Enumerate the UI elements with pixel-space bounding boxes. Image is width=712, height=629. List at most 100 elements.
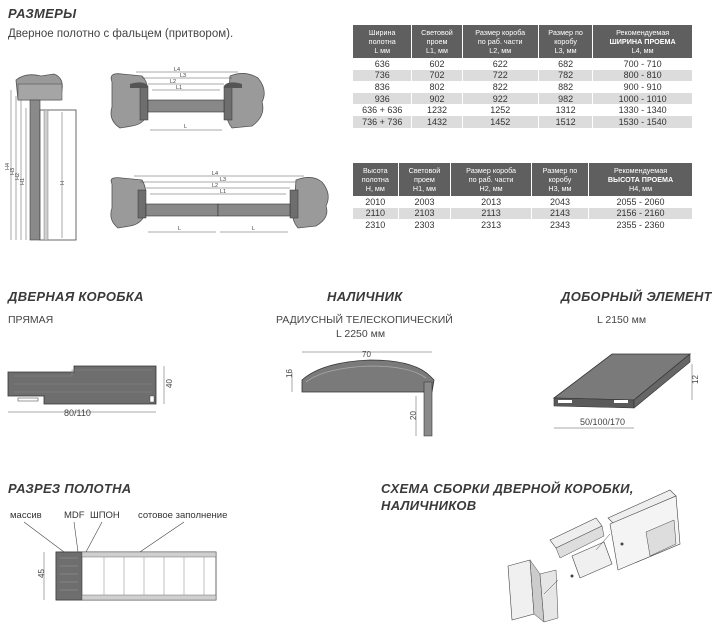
width-cell: 1312 (538, 104, 594, 116)
label-l1: L1 (176, 85, 182, 91)
width-cell: 1530 - 1540 (592, 115, 692, 128)
height-cell: 2113 (450, 207, 532, 220)
width-cell: 1452 (462, 115, 539, 128)
height-cell: 2043 (531, 196, 590, 208)
width-header-0-line2: полотна (368, 37, 396, 46)
width-header-1-line1: Световой (421, 28, 453, 37)
extension-title: ДОБОРНЫЙ ЭЛЕМЕНТ (561, 289, 712, 304)
height-header-4-line2: ВЫСОТА ПРОЕМА (607, 175, 674, 184)
door-frame-profile: 40 (7, 365, 174, 413)
width-cell: 900 - 910 (623, 81, 662, 92)
plan-view-single-leaf: L4 L3 L2 L1 L (110, 67, 265, 131)
leaf-dim-thickness: 45 (37, 569, 46, 578)
label-l2: L2 (170, 79, 176, 85)
width-header-1-line2: проем (426, 37, 448, 46)
width-cell: 982 (538, 92, 594, 105)
casing-subtitle-1: РАДИУСНЫЙ ТЕЛЕСКОПИЧЕСКИЙ (276, 314, 453, 326)
height-cell: 2313 (450, 219, 532, 231)
height-header-0-line2: полотна (361, 175, 389, 184)
assembly-title-2: НАЛИЧНИКОВ (381, 498, 477, 513)
height-cell: 2055 - 2060 (616, 196, 665, 207)
height-header-3-unit: H3, мм (548, 184, 572, 193)
height-cell: 2013 (450, 196, 532, 208)
height-cell: 2343 (531, 219, 590, 231)
height-header-3-line1: Размер по (542, 166, 578, 175)
leaf-section-drawing: массив MDF ШПОН сотовое заполнение 45 (10, 510, 227, 601)
label-h2: H2 (15, 173, 21, 180)
assembly-diagram (507, 489, 681, 623)
label-l2-double: L2 (212, 183, 218, 189)
width-header-4-line2: ШИРИНА ПРОЕМА (609, 37, 676, 46)
label-l1-double: L1 (220, 189, 226, 195)
door-frame-dim-height: 40 (165, 379, 174, 388)
width-cell: 602 (411, 58, 463, 70)
width-cell: 622 (462, 58, 539, 70)
door-frame-dim-width: 80/110 (64, 408, 91, 418)
extension-dim-thickness: 12 (691, 375, 700, 384)
label-h3: H3 (10, 168, 16, 175)
label-h1: H1 (20, 178, 26, 185)
casing-profile: 16 20 (285, 351, 435, 437)
width-cell: 902 (411, 92, 463, 105)
height-cell: 2143 (531, 207, 590, 220)
label-l3-double: L3 (220, 177, 226, 183)
door-side-view-drawing: H4 H3 H2 H1 H (5, 73, 77, 241)
assembly-title-1: СХЕМА СБОРКИ ДВЕРНОЙ КОРОБКИ, (381, 481, 634, 496)
height-cell: 2103 (398, 207, 452, 220)
height-cell: 2355 - 2360 (616, 219, 665, 230)
height-cell: 2156 - 2160 (588, 207, 692, 220)
label-l: L (184, 124, 187, 130)
width-header-0-line1: Ширина (368, 28, 396, 37)
leaf-label-solid: массив (10, 510, 42, 521)
width-cell: 802 (411, 81, 463, 93)
height-header-4-line1: Рекомендуемая (613, 166, 668, 175)
height-header-1-unit: H1, мм (412, 184, 436, 193)
height-header-1-line2: проем (414, 175, 435, 184)
width-cell: 782 (538, 69, 594, 82)
width-cell: 822 (462, 81, 539, 93)
height-header-2-line2: по раб. части (468, 175, 514, 184)
door-frame-title: ДВЕРНАЯ КОРОБКА (8, 289, 144, 304)
height-cell: 2110 (353, 207, 399, 220)
height-header-1-line1: Световой (408, 166, 441, 175)
width-cell: 922 (462, 92, 539, 105)
casing-dim-width: 70 (362, 350, 371, 359)
height-cell: 2010 (353, 196, 399, 208)
plan-view-double-leaf: L4 L3 L2 L1 L L (110, 171, 329, 233)
width-cell: 1330 - 1340 (618, 105, 667, 116)
width-cell: 636 + 636 (353, 104, 413, 116)
casing-dim-height: 16 (285, 369, 294, 378)
label-h: H (60, 181, 66, 185)
width-header-2-line1: Размер короба (475, 28, 526, 37)
width-cell: 736 + 736 (353, 115, 413, 128)
label-l-left: L (178, 226, 181, 232)
casing-title: НАЛИЧНИК (327, 289, 403, 304)
sizes-title: РАЗМЕРЫ (8, 6, 77, 21)
width-cell: 682 (538, 58, 594, 70)
width-cell: 836 (353, 81, 413, 93)
width-header-3-unit: L3, мм (554, 46, 577, 55)
height-cell: 2310 (353, 219, 399, 231)
height-cell: 2003 (398, 196, 452, 208)
height-cell: 2303 (398, 219, 452, 231)
height-header-4-unit: H4, мм (629, 184, 653, 193)
width-header-3-line2: коробу (554, 37, 577, 46)
height-header-0-line1: Высота (362, 166, 388, 175)
width-header-4-unit: L4, мм (631, 46, 654, 55)
width-header-2-line2: по раб. части (477, 37, 523, 46)
label-l4: L4 (174, 67, 180, 73)
